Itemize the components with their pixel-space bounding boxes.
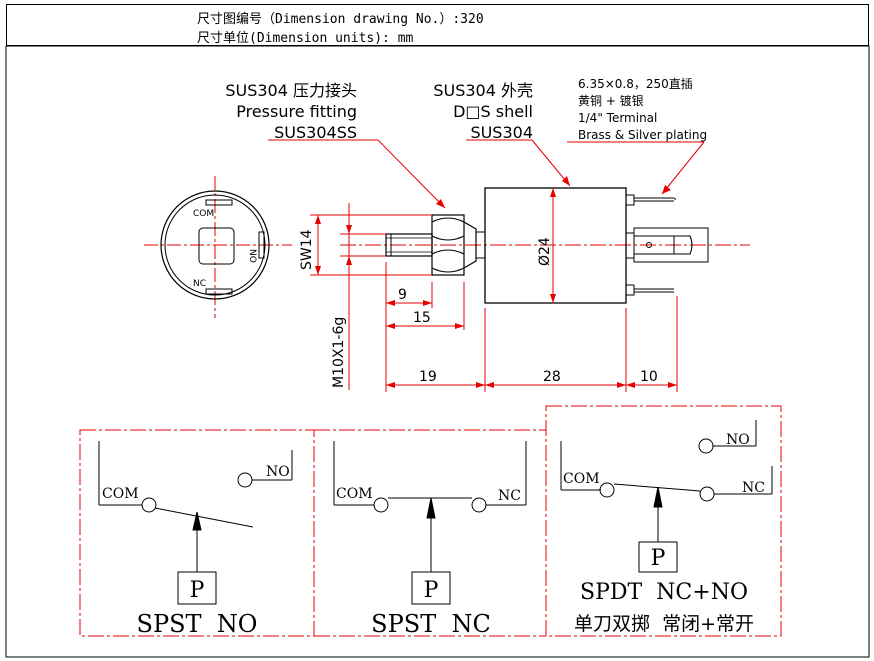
dim-15: 15 [413,310,431,326]
drawing-number: 尺寸图编号（Dimension drawing No.）:320 [197,12,484,27]
spdt-p: P [651,546,666,571]
dim-28: 28 [543,369,561,385]
spst-nc-title: SPST NC [371,610,491,638]
fitting-callout: SUS304 压力接头 Pressure fitting SUS304SS [225,81,357,142]
spst-no-p: P [190,578,205,603]
spdt-subtitle: 单刀双掷 常闭+常开 [574,613,754,635]
end-view-com-label: COM [193,209,214,219]
dim-10: 10 [640,369,658,385]
dim-19: 19 [419,369,437,385]
header-box: 尺寸图编号（Dimension drawing No.）:320 尺寸单位(Di… [6,4,869,46]
end-view: COM NC NO [144,176,292,318]
dim-diameter: Ø24 [537,237,553,266]
dimension-labels: SW14 M10X1-6g Ø24 9 15 19 28 10 [299,229,658,388]
dim-sw14: SW14 [299,229,315,270]
drawing-border [5,45,870,658]
dimension-lines [310,188,678,392]
terminal-callout-line3: 1/4" Terminal [578,111,657,125]
schematic-spst-no [98,441,293,605]
schematic-spst-nc [333,441,527,605]
schematic-spdt [560,420,773,573]
shell-callout: SUS304 外壳 D□S shell SUS304 [433,81,533,142]
terminal-callout: 6.35×0.8，250直插 黄铜 + 镀银 1/4" Terminal Bra… [578,77,707,142]
spst-nc-com-label: COM [336,486,373,502]
shell-callout-line1: SUS304 外壳 [433,81,533,100]
spdt-nc-label: NC [742,480,765,496]
terminal-callout-line2: 黄铜 + 镀银 [578,93,644,108]
shell-callout-line3: SUS304 [470,123,533,142]
terminal-callout-line1: 6.35×0.8，250直插 [578,77,693,91]
spdt-no-label: NO [726,432,750,448]
spst-no-contact-label: NO [266,464,290,480]
fitting-callout-line2: Pressure fitting [236,102,357,121]
schematic-frames [79,405,782,637]
spdt-title: SPDT NC+NO [580,580,748,605]
fitting-callout-line1: SUS304 压力接头 [225,81,357,100]
spst-no-title: SPST NO [137,610,258,638]
dimension-units: 尺寸单位(Dimension units): mm [197,31,414,46]
spst-nc-p: P [424,578,439,603]
spst-no-com-label: COM [102,486,139,502]
spst-nc-contact-label: NC [498,488,521,504]
shell-callout-line2: D□S shell [453,102,533,121]
spdt-com-label: COM [563,471,600,487]
terminal-callout-line4: Brass & Silver plating [578,128,707,142]
fitting-callout-line3: SUS304SS [274,123,357,142]
end-view-no-label: NO [247,249,257,263]
dim-9: 9 [398,287,407,303]
end-view-nc-label: NC [193,279,206,289]
dim-thread: M10X1-6g [331,317,347,388]
side-view [340,187,750,304]
